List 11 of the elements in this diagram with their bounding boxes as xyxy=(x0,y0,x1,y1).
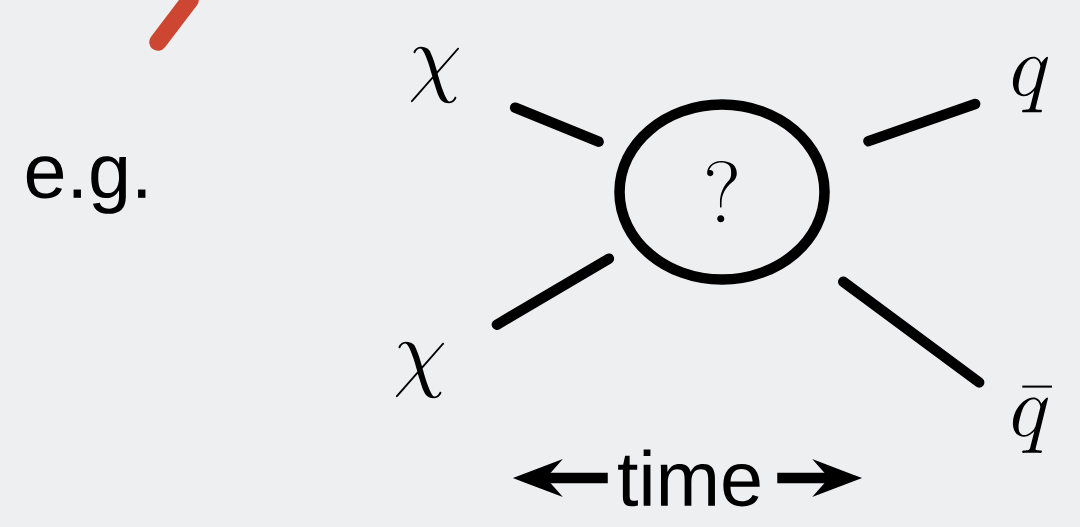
handwritten-text: e.g. xyxy=(26,156,146,214)
particle-label: $\bar{q}$ xyxy=(1012,385,1052,453)
particle-label: $\chi$ xyxy=(410,46,460,104)
circle-node: $?$ xyxy=(614,99,830,285)
particle-label: $q$ xyxy=(1012,56,1048,113)
line xyxy=(491,253,615,330)
particle-label: $\chi$ xyxy=(395,341,445,399)
line xyxy=(509,102,604,147)
line xyxy=(838,276,985,388)
handwritten-text: time xyxy=(618,449,760,507)
line xyxy=(863,98,981,147)
